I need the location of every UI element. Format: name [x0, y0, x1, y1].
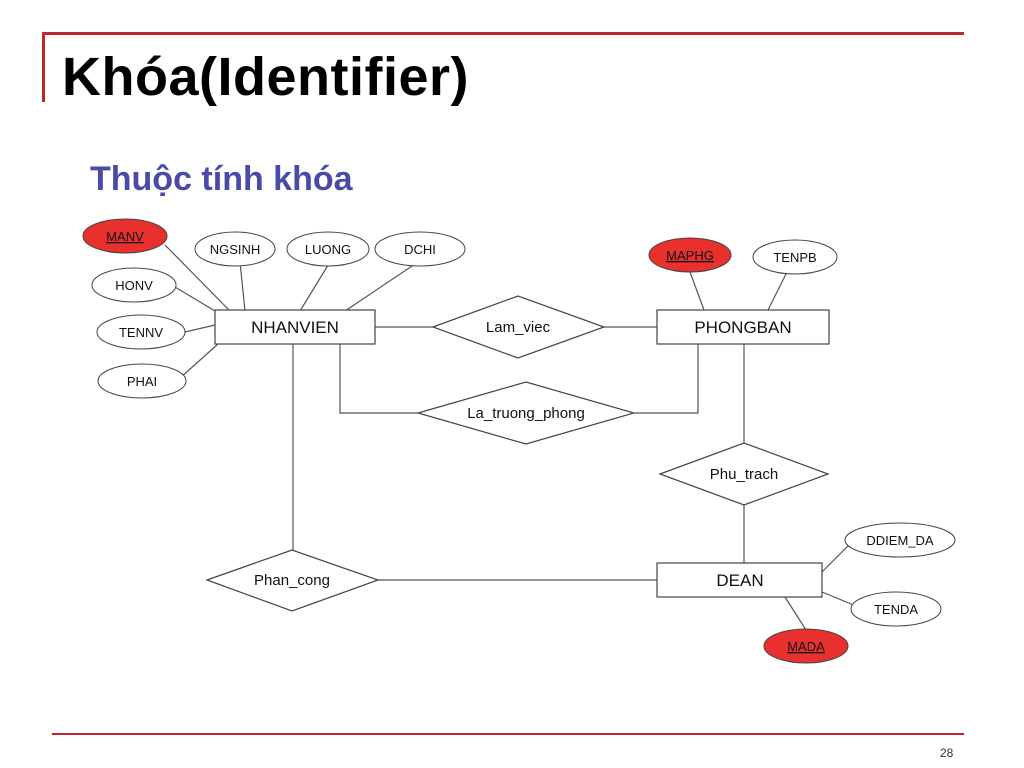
attribute-ddiem-da-label: DDIEM_DA	[866, 533, 934, 548]
attribute-phai-ellipse	[97, 363, 187, 399]
key-attribute-maphg-label: MAPHG	[666, 248, 714, 263]
er-diagram-figure: Thuộc tính khóa NHANVIEN PHONGBAN DEAN L…	[68, 140, 958, 668]
attribute-tenpb-ellipse	[752, 239, 838, 275]
entity-dean-label: DEAN	[716, 571, 763, 590]
entity-nhanvien-box	[214, 309, 376, 345]
attribute-tenda-ellipse	[850, 591, 942, 627]
attribute-phai-label: PHAI	[127, 374, 157, 389]
relationship-lam-viec-diamond	[431, 295, 606, 359]
entity-nhanvien-label: NHANVIEN	[251, 318, 339, 337]
slide-title: Khóa(Identifier)	[62, 47, 469, 107]
relationship-phan-cong-diamond	[205, 549, 380, 612]
attribute-dchi-ellipse	[374, 231, 466, 267]
title-left-rule	[42, 32, 45, 102]
attribute-dchi-label: DCHI	[404, 242, 436, 257]
attribute-tennv-label: TENNV	[119, 325, 163, 340]
entity-phongban-box	[656, 309, 830, 345]
key-attribute-mada-label: MADA	[787, 639, 825, 654]
diagram-subtitle: Thuộc tính khóa	[90, 160, 354, 198]
attribute-ngsinh-ellipse	[194, 231, 276, 267]
key-attribute-mada-ellipse	[763, 628, 849, 664]
relationship-lam-viec-label: Lam_viec	[486, 319, 551, 336]
entity-phongban-label: PHONGBAN	[694, 318, 791, 337]
attribute-honv-ellipse	[91, 267, 177, 303]
attribute-honv-label: HONV	[115, 278, 153, 293]
key-attribute-manv-label: MANV	[106, 229, 144, 244]
relationship-phu-trach-label: Phu_trach	[710, 466, 778, 483]
er-diagram: Thuộc tính khóa NHANVIEN PHONGBAN DEAN L…	[82, 160, 956, 664]
key-attribute-manv-ellipse	[82, 218, 168, 254]
attribute-ddiem-da-ellipse	[844, 522, 956, 558]
attribute-luong-ellipse	[286, 231, 370, 267]
connector-lines	[164, 244, 857, 631]
page-number: 28	[940, 746, 954, 760]
relationship-la-truong-phong-diamond	[415, 381, 637, 445]
attribute-ngsinh-label: NGSINH	[210, 242, 261, 257]
relationship-phu-trach-diamond	[658, 442, 830, 506]
attribute-luong-label: LUONG	[305, 242, 351, 257]
footer-rule	[52, 733, 964, 735]
attribute-tenpb-label: TENPB	[773, 250, 816, 265]
title-top-rule	[42, 32, 964, 35]
relationship-phan-cong-label: Phan_cong	[254, 572, 330, 589]
attribute-tennv-ellipse	[96, 314, 186, 350]
key-attribute-maphg-ellipse	[648, 237, 732, 273]
entity-dean-box	[656, 562, 823, 598]
attribute-tenda-label: TENDA	[874, 602, 918, 617]
relationship-la-truong-phong-label: La_truong_phong	[467, 405, 585, 422]
